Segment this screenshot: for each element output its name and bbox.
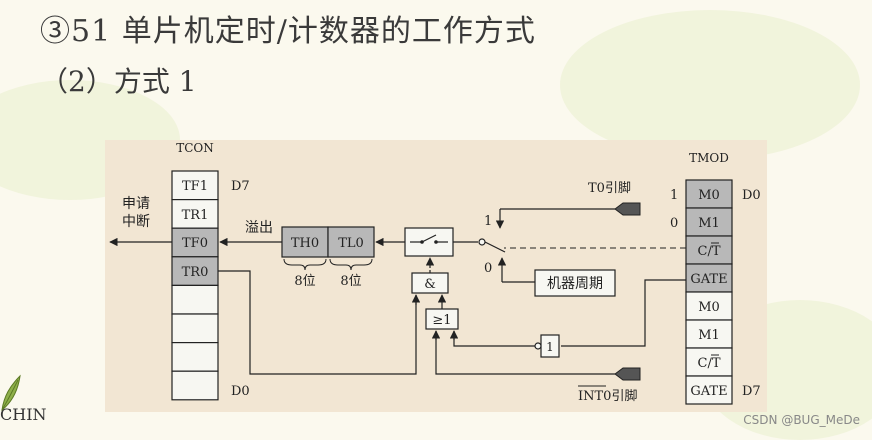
tmod-cell-gate-hi: GATE: [690, 384, 727, 399]
csdn-watermark: CSDN @BUG_MeDe: [743, 413, 860, 427]
int0-pin-label: INT0引脚: [578, 388, 637, 404]
overflow-label: 溢出: [245, 220, 273, 236]
tmod-d7-label: D7: [742, 384, 761, 399]
tcon-cell-tf1: TF1: [182, 179, 208, 194]
th0-bits-label: 8位: [294, 274, 315, 289]
control-switch-blade: [421, 234, 437, 243]
tmod-cell-ct-hi: C/T: [698, 356, 721, 371]
th0-brace: [283, 258, 327, 271]
gate-wire: [561, 279, 686, 347]
mux-blade: [484, 241, 506, 253]
tcon-cell-tr0: TR0: [182, 265, 209, 280]
tmod-cell-m0: M0: [698, 188, 720, 203]
mux-common-contact: [478, 238, 486, 246]
tl0-bits-label: 8位: [340, 274, 361, 289]
tmod-cell-m1-hi: M1: [698, 328, 720, 343]
not-gate-bubble: [534, 342, 542, 350]
mux-input-0-label: 0: [484, 261, 492, 276]
and-gate: [411, 272, 449, 294]
tmod-cell-m0-hi: M0: [698, 300, 720, 315]
tcon-d7-label: D7: [231, 179, 250, 194]
footer-left-text: CHIN: [0, 405, 47, 424]
tmod-d0-label: D0: [742, 188, 761, 203]
tmod-cell-m1: M1: [698, 216, 720, 231]
tmod-cell-gate: GATE: [690, 272, 727, 287]
control-switch-contact: [420, 240, 424, 244]
tcon-title: TCON: [176, 141, 214, 155]
tmod-row1-label: 1: [670, 188, 678, 203]
machine-cycle-label: 机器周期: [547, 276, 603, 292]
machine-cycle-box: [534, 269, 616, 297]
tmod-row0-label: 0: [670, 216, 678, 231]
tl0-register: [327, 226, 375, 258]
leaf-decoration: [1, 374, 21, 412]
or-gate-label: ≥1: [432, 313, 451, 328]
tcon-cell-tf0: TF0: [182, 236, 208, 251]
control-switch-contact: [434, 240, 438, 244]
tl0-brace: [329, 258, 373, 271]
int0-pin-terminal: [614, 367, 641, 381]
t0-pin-label: T0引脚: [588, 180, 631, 196]
slide-subtitle: （2）方式 1: [40, 65, 197, 98]
tcon-d0-label: D0: [231, 384, 250, 399]
tmod-register: [685, 179, 733, 405]
not-to-or-wire: [453, 331, 535, 347]
tl0-label: TL0: [338, 236, 364, 251]
background-blob: [560, 10, 860, 160]
tmod-title: TMOD: [689, 151, 729, 165]
and-gate-label: &: [424, 277, 436, 292]
slide-title: ③51 单片机定时/计数器的工作方式: [40, 14, 536, 49]
int0-wire: [435, 331, 615, 375]
mux-input-1-label: 1: [484, 214, 492, 229]
t0-pin-terminal: [614, 202, 641, 216]
tcon-cell-tr1: TR1: [182, 208, 209, 223]
tr0-wire: [218, 270, 417, 375]
interrupt-request-label-2: 中断: [122, 214, 150, 230]
not-gate-label: 1: [546, 340, 554, 354]
interrupt-request-label-1: 申请: [122, 196, 150, 212]
tcon-register: [171, 170, 219, 401]
th0-label: TH0: [291, 236, 319, 251]
tmod-cell-ct: C/T: [698, 244, 721, 259]
